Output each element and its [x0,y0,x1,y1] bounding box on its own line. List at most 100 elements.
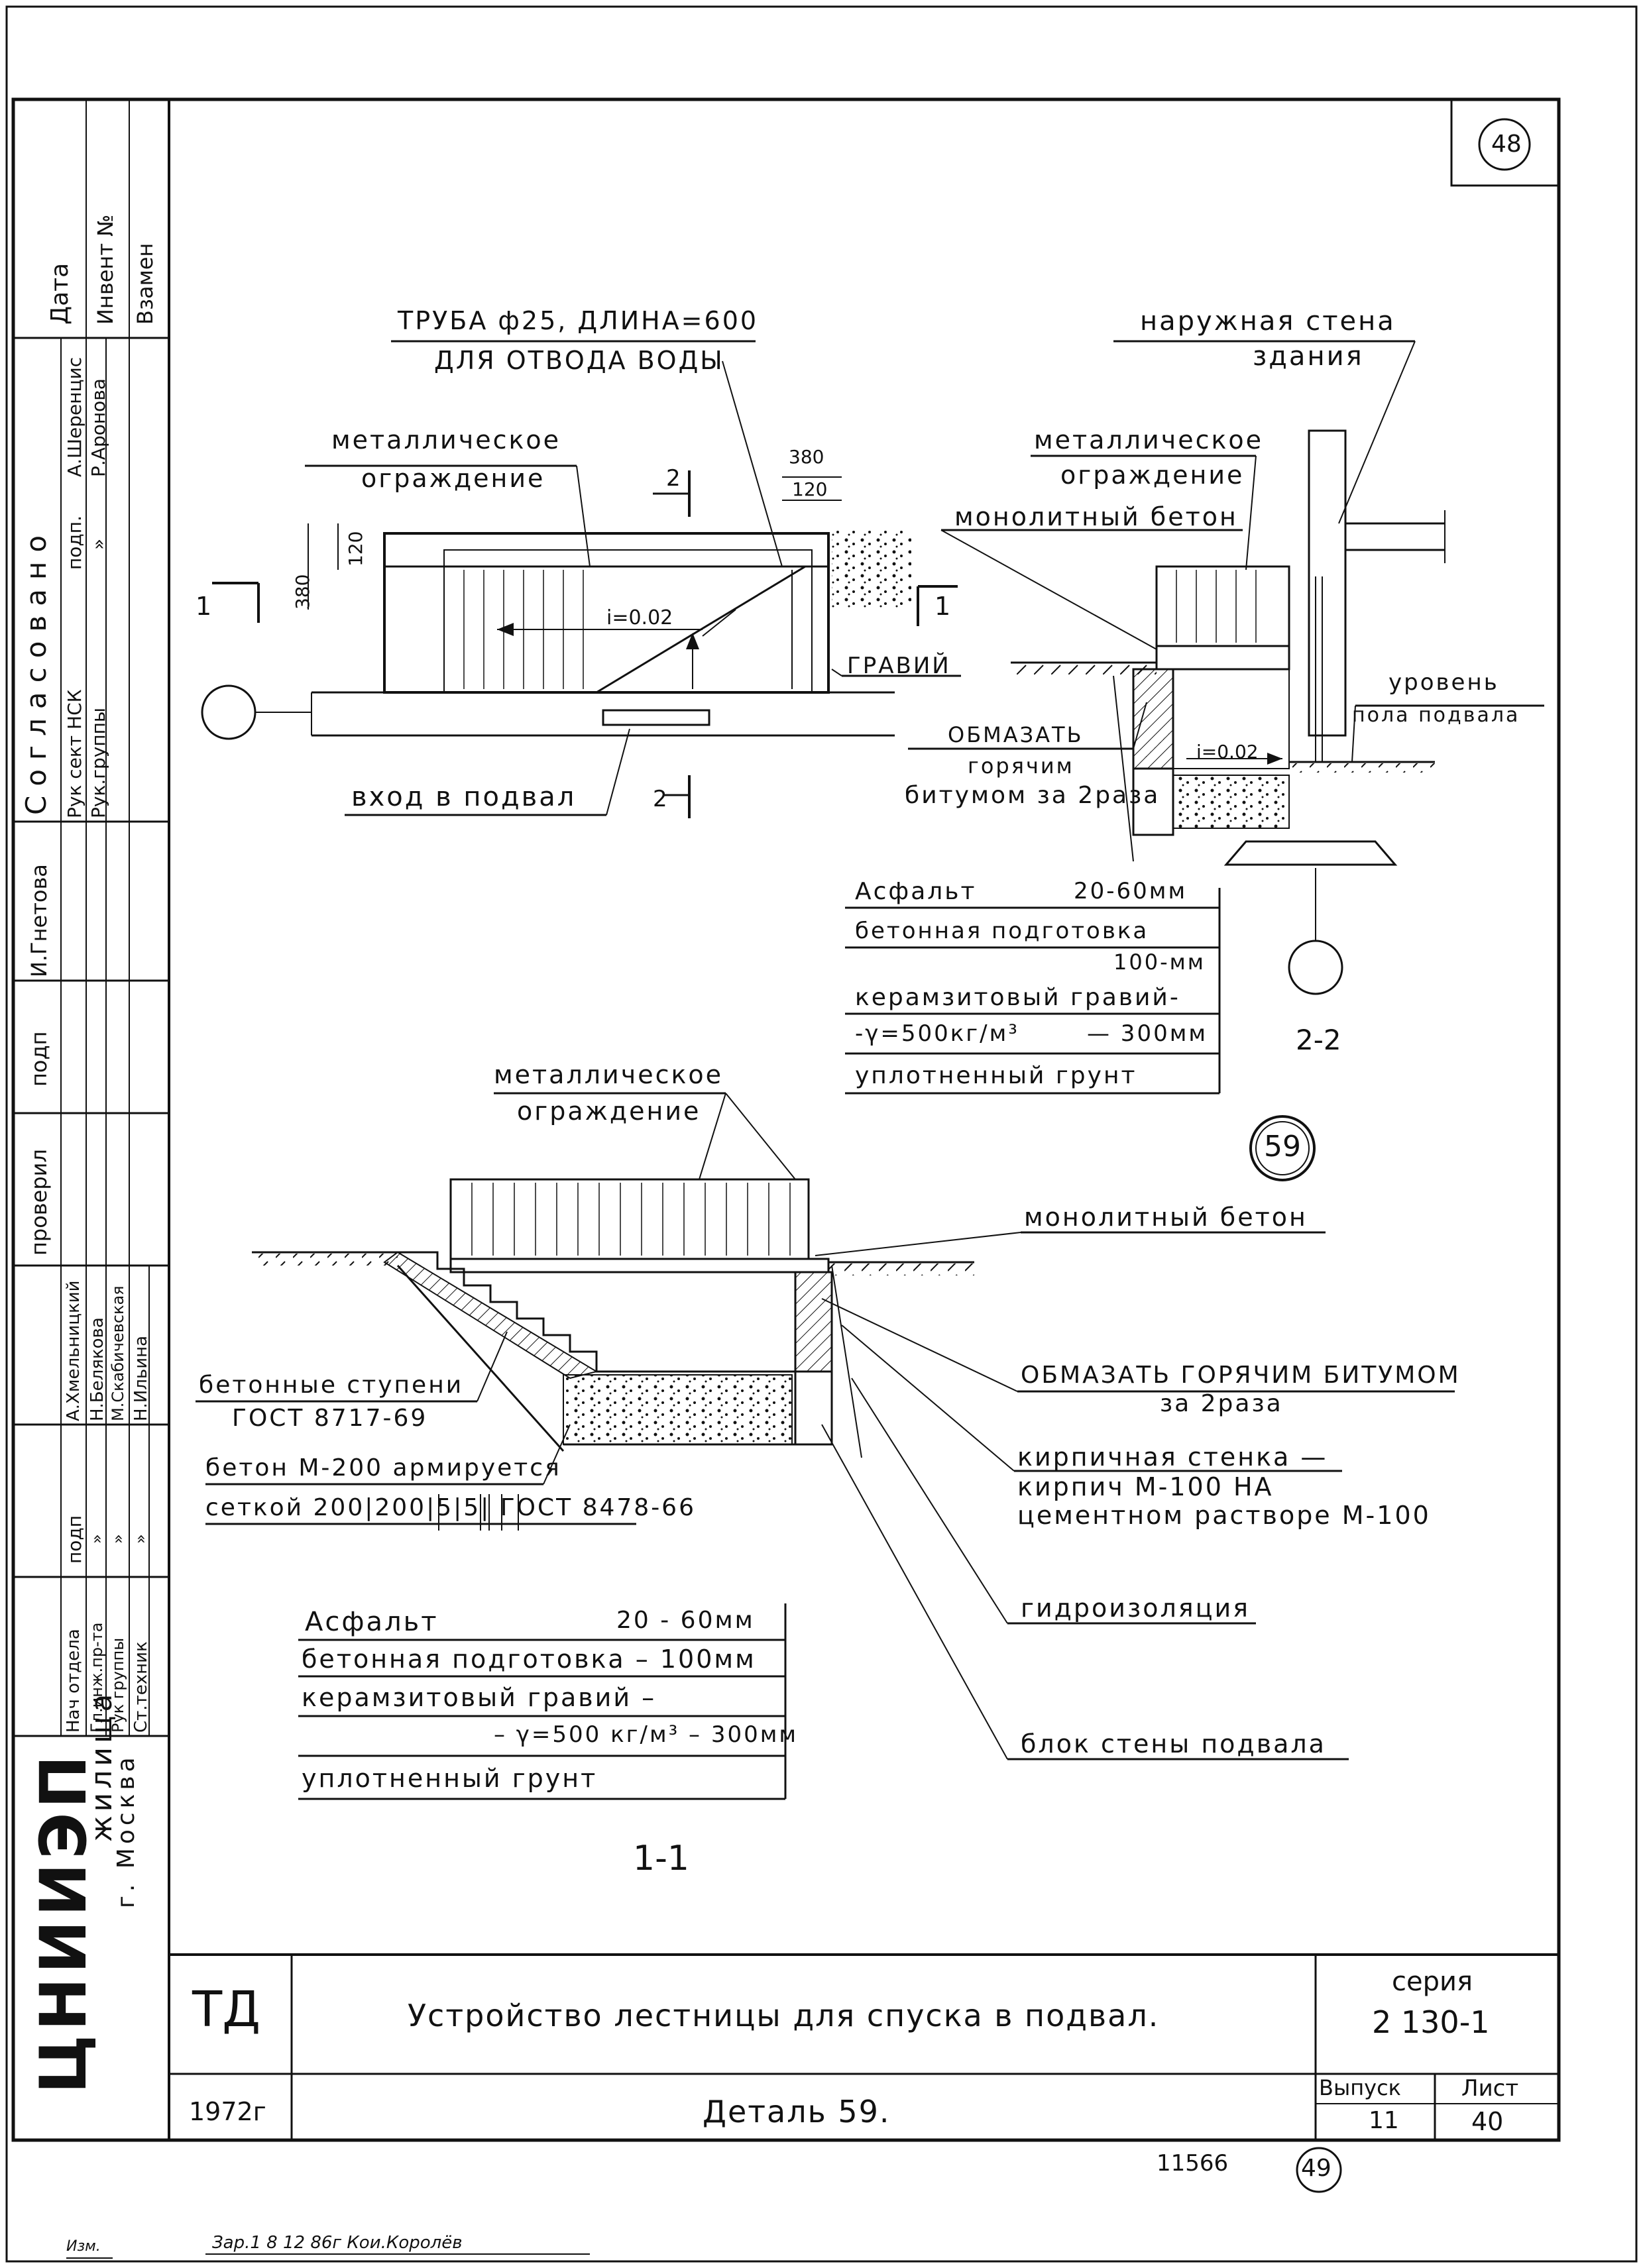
pipe-label-1: ТРУБА ф25, ДЛИНА=600 [398,306,759,335]
s22-layer-4-value: — 300мм [1087,1020,1208,1047]
stamp-col-date: Дата [46,262,74,325]
stamp-row2-0: Рук.группы [87,707,109,818]
plan-section-2-top: 2 [666,465,681,492]
plan-dim-380-top: 380 [789,446,824,468]
s11-callout: 59 [1264,1130,1301,1163]
stamp-col-replace: Взамен [133,243,158,325]
s22-level-2: пола подвала [1352,704,1520,727]
plan-dim-380-left: 380 [292,574,313,610]
s22-layer-5-name: уплотненный грунт [855,1062,1137,1089]
s11-steps-label-2: ГОСТ 8717-69 [232,1405,428,1432]
s22-level-1: уровень [1388,669,1499,696]
stamp-row2-2: Р.Аронова [87,378,109,477]
s11-layer-0-name: Асфальт [305,1607,439,1637]
plan-entrance-label: вход в подвал [351,782,577,812]
s22-layer-4-name: -γ=500кг/м³ [855,1020,1019,1047]
series-value: 2 130-1 [1372,2004,1490,2040]
stamp-row2-1: » [87,538,109,550]
outer-border [5,5,1638,2263]
plan-slope: i=0.02 [606,606,673,629]
s11-brick-1: кирпичная стенка — [1017,1442,1328,1472]
s22-layer-0-name: Асфальт [855,878,977,905]
stamp-mark-1: » [109,1534,127,1544]
s22-bitumen-1: ОБМАЗАТЬ [948,722,1084,747]
stamp-name-1: Н.Белякова [87,1317,107,1421]
stamp-name-0: А.Хмельницкий [64,1280,84,1421]
s11-rail-label-1: металлическое [494,1060,724,1089]
plan-gravel-label: ГРАВИЙ [847,653,951,679]
stamp-col-inv: Инвент № [93,214,118,325]
stamp-mark-0: » [87,1534,106,1544]
sheet-label: Лист [1461,2075,1519,2102]
s11-layer-3-name: – γ=500 кг/м³ – 300мм [494,1721,799,1748]
s11-concrete-label: монолитный бетон [1024,1203,1308,1232]
s22-wall-label-2: здания [1253,341,1364,372]
s11-title: 1-1 [633,1839,689,1878]
s11-layer-1-name: бетонная подготовка – 100мм [302,1645,756,1674]
plan-dim-120-top: 120 [792,478,828,500]
stamp-name-3: Н.Ильина [131,1335,151,1421]
footer-label: Изм. [66,2238,101,2255]
s22-bitumen-3: битумом за 2раза [905,782,1161,809]
main-border [11,97,1561,2142]
s11-rebar-label-2: сеткой 200|200|5|5| ГОСТ 8478-66 [205,1494,696,1521]
issue-label: Выпуск [1319,2075,1401,2100]
s11-layer-0-value: 20 - 60мм [616,1607,755,1634]
plan-dim-120-left: 120 [345,531,367,567]
stamp-agreed: Согласовано [20,525,52,815]
s11-rebar-label-1: бетон М-200 армируется [205,1454,561,1482]
s11-brick-2: кирпич М-100 НА [1017,1472,1274,1501]
s22-layer-2-value: 100-мм [1113,949,1206,975]
s22-wall-label-1: наружная стена [1140,306,1396,337]
s11-rail-label-2: ограждение [517,1097,701,1126]
drawing-title: Устройство лестницы для спуска в подвал. [408,1998,1160,2033]
s11-bitumen-2: за 2раза [1160,1390,1283,1417]
stamp-podp: подп [27,1031,52,1087]
plan-rail-label-2: ограждение [361,464,545,493]
s11-waterproof: гидроизоляция [1021,1593,1251,1623]
footer-note: Зар.1 8 12 86г Кои.Королёв [212,2233,463,2253]
s22-layer-3-name: керамзитовый гравий- [855,984,1180,1011]
s11-bitumen-1: ОБМАЗАТЬ ГОРЯЧИМ БИТУМОМ [1021,1362,1461,1389]
plan-section-1-left: 1 [196,592,212,621]
drawing-subtitle: Деталь 59. [703,2094,891,2130]
stamp-mark-2: » [131,1534,150,1544]
s11-brick-3: цементном растворе М-100 [1017,1501,1431,1530]
stamp-signer: И.Гнетова [27,864,52,977]
bottom-sheet-number: 49 [1301,2155,1331,2182]
sheet-number: 48 [1491,131,1522,158]
s22-layer-1-name: бетонная подготовка [855,918,1149,944]
s22-rail-label-1: металлическое [1034,425,1264,455]
s22-layer-0-value: 20-60мм [1074,878,1188,904]
stamp-role-0: Нач отдела [64,1629,84,1733]
series-label: серия [1392,1967,1473,1997]
stamp-name-2: М.Скабичевская [109,1285,127,1421]
title-year: 1972г [189,2097,266,2126]
plan-rail-label-1: металлическое [331,425,561,455]
stamp-role-3: Ст.техник [131,1641,151,1733]
issue-value: 11 [1369,2107,1399,2134]
plan-section-1-right: 1 [935,592,951,621]
pipe-label-2: ДЛЯ ОТВОДА ВОДЫ [434,346,724,375]
s22-rail-label-2: ограждение [1060,460,1245,490]
stamp-org-3: г. Москва [113,1753,140,1908]
stamp-row1-0: Рук сект НСК [64,689,85,819]
stamp-podp-2: подп [64,1515,85,1564]
s11-layer-4-name: уплотненный грунт [302,1764,598,1793]
stamp-checked: проверил [27,1149,52,1256]
archive-number: 11566 [1157,2150,1229,2177]
s11-block: блок стены подвала [1021,1729,1326,1758]
s22-bitumen-2: горячим [968,753,1074,779]
s22-concrete-label: монолитный бетон [954,502,1238,531]
s22-slope: i=0.02 [1196,741,1259,763]
s11-layer-2-name: керамзитовый гравий – [302,1683,657,1712]
s22-title: 2-2 [1296,1024,1341,1056]
sheet-value: 40 [1471,2107,1504,2136]
stamp-row1-1: подп. [64,515,85,570]
stamp-row1-2: А.Шеренцис [64,356,85,477]
title-code: ТД [192,1981,261,2038]
plan-section-2-bottom: 2 [653,786,667,812]
s11-steps-label-1: бетонные ступени [199,1372,464,1399]
